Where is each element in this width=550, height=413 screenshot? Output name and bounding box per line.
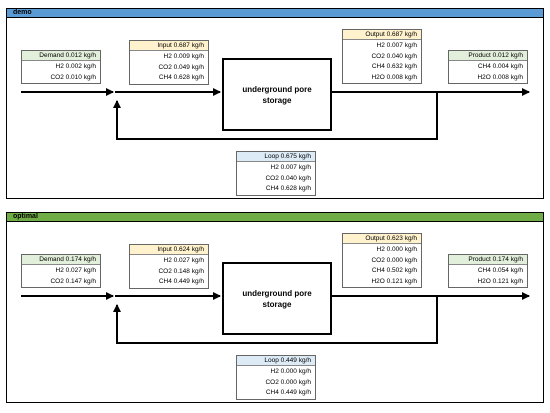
stream-head: Output 0.687 kg/h <box>343 30 421 40</box>
stream-row: CO2 0.040 kg/h <box>265 174 311 182</box>
stream-row: H2 0.027 kg/h <box>55 267 96 274</box>
stream-row: H2 0.027 kg/h <box>163 257 204 264</box>
panel-demo: demo underground pore storage Demand 0.0… <box>6 8 544 199</box>
product-stream: Product 0.012 kg/h CH4 0.004 kg/h H2O 0.… <box>448 50 528 84</box>
output-stream: Output 0.623 kg/h H2 0.000 kg/h CO2 0.00… <box>342 233 422 288</box>
stream-row: CO2 0.010 kg/h <box>50 73 96 81</box>
panel-header: optimal <box>7 213 543 222</box>
stream-row: CH4 0.628 kg/h <box>265 185 311 192</box>
loop-line <box>113 296 438 344</box>
stream-row: CH4 0.502 kg/h <box>371 267 417 274</box>
stream-row: CH4 0.449 kg/h <box>265 389 311 396</box>
stream-row: CH4 0.054 kg/h <box>477 267 523 274</box>
stream-row: CO2 0.147 kg/h <box>50 277 96 285</box>
demand-stream: Demand 0.174 kg/h H2 0.027 kg/h CO2 0.14… <box>21 254 101 288</box>
stream-row: CH4 0.628 kg/h <box>158 74 204 81</box>
stream-head: Output 0.623 kg/h <box>343 234 421 244</box>
stream-row: CH4 0.449 kg/h <box>158 278 204 285</box>
storage-box: underground pore storage <box>222 262 332 335</box>
stream-row: CH4 0.004 kg/h <box>477 63 523 70</box>
stream-row: H2 0.009 kg/h <box>163 53 204 60</box>
panel-title: demo <box>13 9 32 16</box>
stream-row: H2O 0.008 kg/h <box>371 73 417 81</box>
flow-lines <box>21 292 530 344</box>
stream-head: Demand 0.012 kg/h <box>22 51 100 61</box>
stream-row: H2 0.007 kg/h <box>270 164 311 171</box>
panel-header: demo <box>7 9 543 18</box>
loop-stream: Loop 0.449 kg/h H2 0.000 kg/h CO2 0.000 … <box>236 355 316 400</box>
input-stream: Input 0.687 kg/h H2 0.009 kg/h CO2 0.049… <box>129 40 209 85</box>
stream-head: Input 0.687 kg/h <box>130 41 208 51</box>
stream-row: CO2 0.000 kg/h <box>265 378 311 386</box>
loop-stream: Loop 0.675 kg/h H2 0.007 kg/h CO2 0.040 … <box>236 151 316 196</box>
stream-row: CO2 0.148 kg/h <box>158 267 204 275</box>
stream-head: Loop 0.675 kg/h <box>237 152 315 162</box>
stream-head: Product 0.174 kg/h <box>449 255 527 265</box>
stream-row: CO2 0.000 kg/h <box>371 256 417 264</box>
storage-label: underground pore storage <box>242 288 312 309</box>
panel-optimal: optimal underground pore storage Demand … <box>6 212 544 403</box>
stream-head: Product 0.012 kg/h <box>449 51 527 61</box>
storage-label: underground pore storage <box>242 84 312 105</box>
demand-stream: Demand 0.012 kg/h H2 0.002 kg/h CO2 0.01… <box>21 50 101 84</box>
stream-head: Loop 0.449 kg/h <box>237 356 315 366</box>
product-stream: Product 0.174 kg/h CH4 0.054 kg/h H2O 0.… <box>448 254 528 288</box>
stream-head: Demand 0.174 kg/h <box>22 255 100 265</box>
stream-row: H2 0.002 kg/h <box>55 63 96 70</box>
stream-row: CO2 0.049 kg/h <box>158 63 204 71</box>
stream-row: H2 0.000 kg/h <box>270 368 311 375</box>
panel-title: optimal <box>13 213 38 220</box>
stream-row: H2O 0.008 kg/h <box>477 73 523 81</box>
stream-row: CO2 0.040 kg/h <box>371 52 417 60</box>
output-stream: Output 0.687 kg/h H2 0.007 kg/h CO2 0.04… <box>342 29 422 84</box>
stream-head: Input 0.624 kg/h <box>130 245 208 255</box>
stream-row: CH4 0.632 kg/h <box>371 63 417 70</box>
stream-row: H2 0.007 kg/h <box>376 42 417 49</box>
stream-row: H2O 0.121 kg/h <box>477 277 523 285</box>
stream-row: H2 0.000 kg/h <box>376 246 417 253</box>
flow-lines <box>21 88 530 140</box>
storage-box: underground pore storage <box>222 58 332 131</box>
loop-line <box>113 92 438 140</box>
stream-row: H2O 0.121 kg/h <box>371 277 417 285</box>
input-stream: Input 0.624 kg/h H2 0.027 kg/h CO2 0.148… <box>129 244 209 289</box>
